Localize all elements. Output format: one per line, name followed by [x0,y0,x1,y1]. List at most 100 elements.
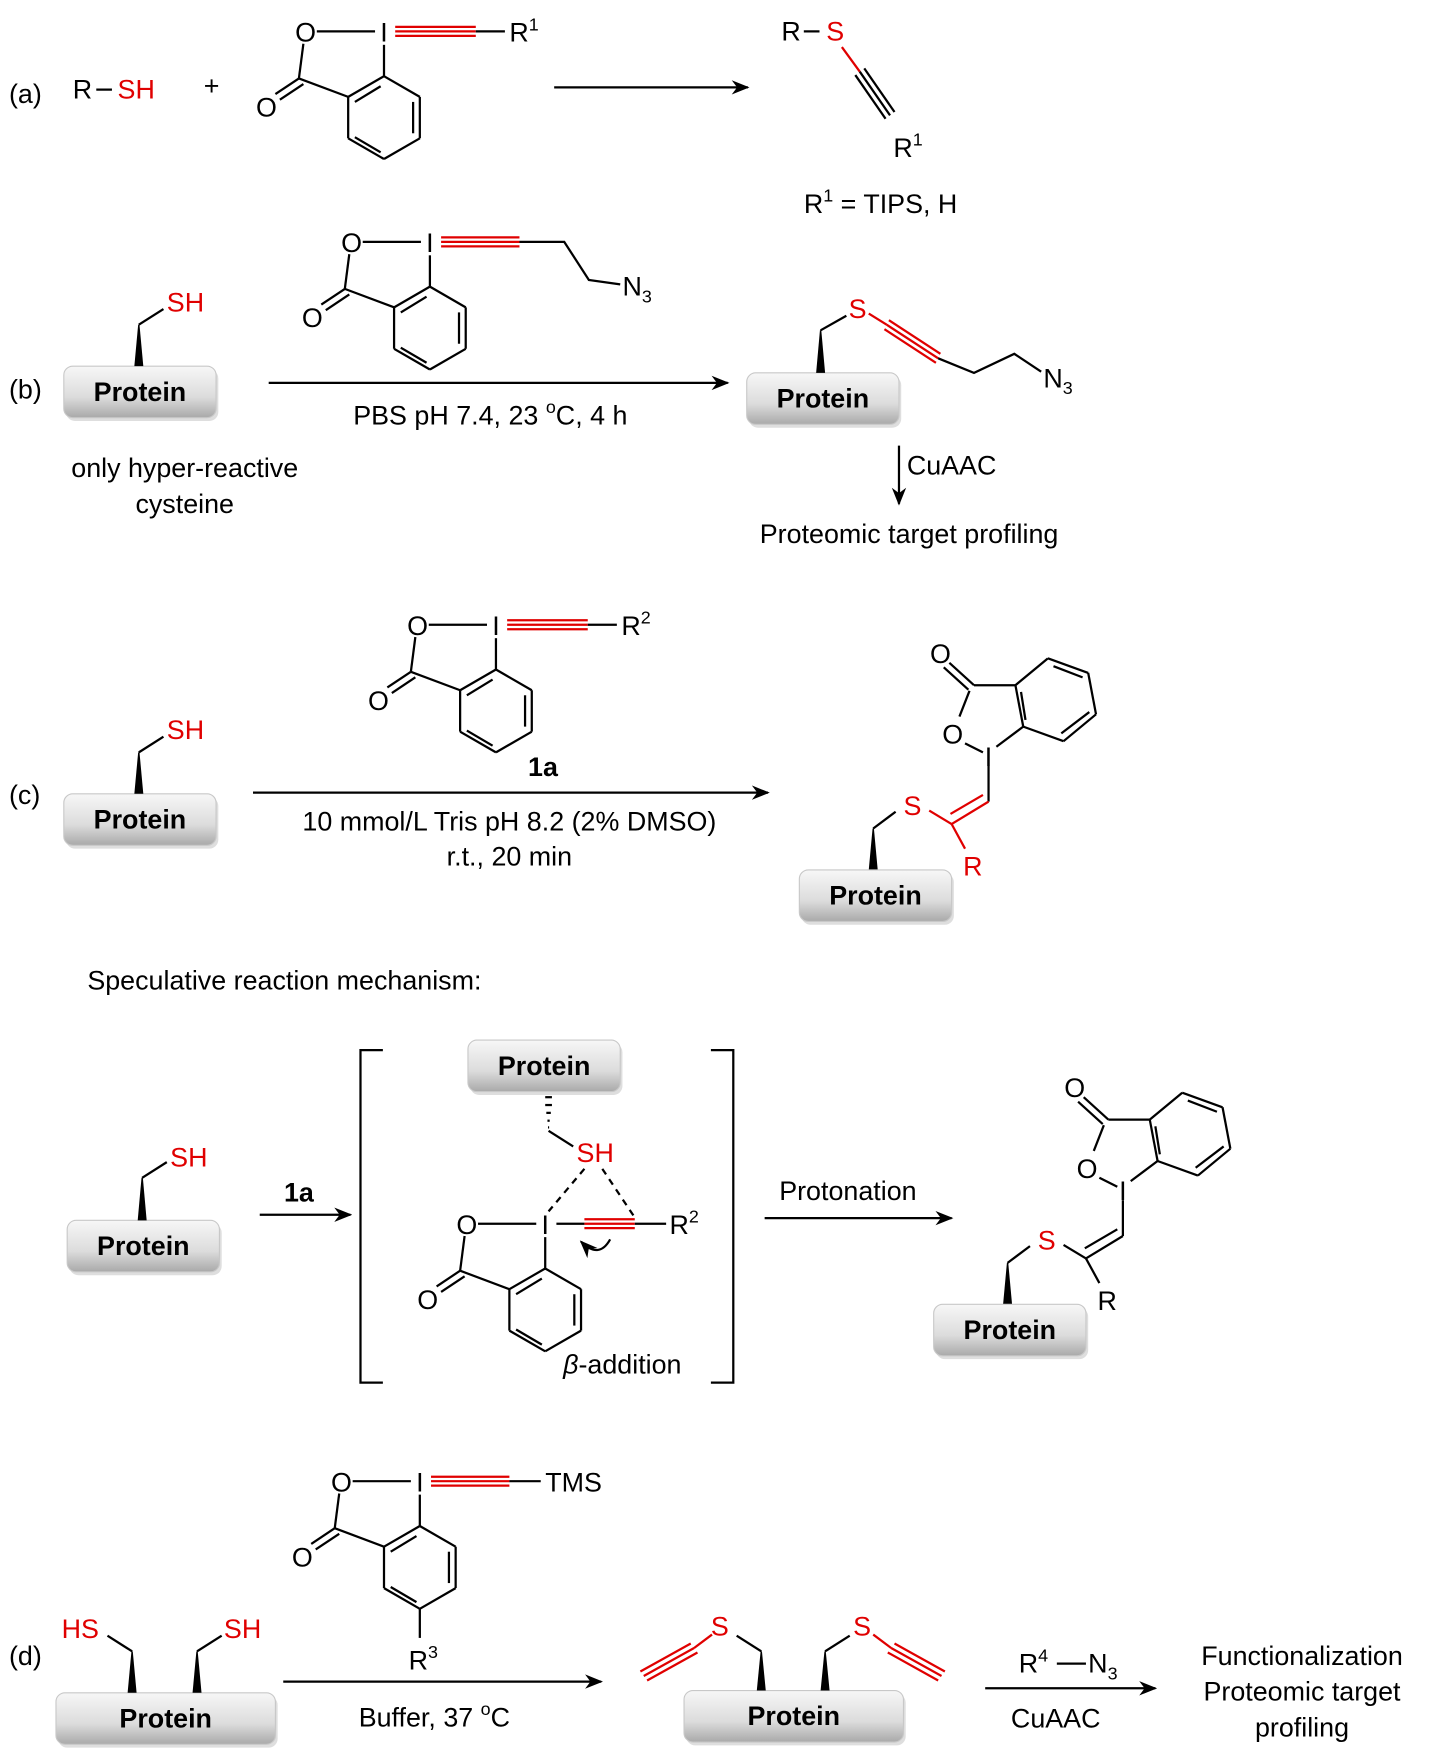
protein-box: Protein [467,1039,623,1095]
bond [459,730,497,754]
bond [1084,1228,1118,1250]
bond [440,1275,466,1293]
iodine-atom: I [541,1210,548,1240]
bond [943,666,970,691]
protein-box: Protein [66,1219,222,1276]
cysteine-sh: SH [167,715,204,745]
protein-label: Protein [119,1703,212,1733]
bond [333,1493,341,1529]
ring-oxygen: O [456,1210,477,1240]
bond [1019,691,1027,721]
bond [1098,1176,1118,1188]
wedge-bond [820,1651,830,1691]
bond [515,1277,543,1296]
alkyne-triple-bond [431,1475,510,1487]
bond [1084,1257,1101,1284]
bond [1149,1091,1183,1121]
bond [1062,1244,1087,1260]
cysteine-sh: SH [170,1143,207,1173]
substituent-r1: R1 [509,14,538,47]
mechanism-section: Speculative reaction mechanism: Protein … [66,966,1232,1384]
alkyne-triple-bond [507,619,588,631]
ebx-tms-reagent: IOO TMS R3 [292,1467,602,1675]
protein-label: Protein [964,1315,1057,1345]
note-line: cysteine [135,489,234,519]
bond [459,1269,510,1291]
bond [459,668,497,692]
thioether-s: S [711,1612,729,1642]
bond [1197,1147,1232,1177]
tms-group: TMS [545,1467,602,1497]
carbonyl-oxygen: O [292,1542,313,1572]
bond [958,690,971,717]
panel-label: (d) [9,1641,42,1671]
iodine-atom: I [1119,1176,1126,1206]
bond [400,346,428,364]
ring-oxygen: O [942,719,963,749]
bond [419,1525,457,1548]
iodine-atom: I [985,742,992,772]
bond [950,823,967,850]
bond [386,670,412,689]
bond [948,661,975,687]
azide-n3: N3 [622,272,651,307]
bond [951,800,990,825]
plus-sign: + [204,71,220,101]
bond [390,1535,418,1553]
step-label: CuAAC [1011,1703,1101,1733]
panel-d: (d) Protein HS SH IOO TMS R3 Buffer, 37 … [9,1467,1403,1748]
bond [315,1532,340,1551]
ring-oxygen: O [295,17,316,47]
thioether-s: S [849,294,867,324]
bond [400,295,428,314]
alkyne-triple-bond [441,236,520,248]
iodine-atom: I [492,611,499,641]
bond [964,742,984,754]
bond [1148,1119,1159,1162]
bond [390,1586,418,1604]
curved-arrow-icon [579,1238,612,1259]
dashed-interaction [601,1168,635,1217]
protein-label: Protein [747,1701,840,1731]
bond [334,1527,385,1548]
bond [459,1235,466,1271]
bond [466,729,494,747]
bond [1060,711,1090,735]
panel-c: (c) Protein SH IOO R2 1a 10 mmol/L Tris … [9,608,1098,925]
substituent-r3: R3 [409,1642,438,1675]
panel-label: (a) [9,79,42,109]
bond [298,77,349,98]
note-line: only hyper-reactive [71,453,298,483]
carbonyl-oxygen: O [1064,1073,1085,1103]
reaction-conditions: r.t., 20 min [447,841,572,871]
product-r1: R1 [893,130,922,163]
bond [429,285,467,309]
bond [1082,1096,1110,1121]
product-s: S [826,16,844,46]
bond [1014,684,1025,727]
compound-label: 1a [284,1177,315,1207]
substituent-r2: R2 [621,608,650,641]
reaction-conditions: Buffer, 37 oC [359,1699,510,1732]
bond [383,1525,421,1548]
bond [1022,725,1064,743]
protein-box: Protein [933,1303,1089,1360]
bond [1154,1126,1161,1155]
panel-a: (a) R SH + IOO R1 R S R1 R1 = TIPS, H [9,14,957,218]
wedge-bond [1003,1262,1013,1305]
bond [1085,1235,1124,1260]
bond [1087,672,1098,715]
bond [1006,1245,1031,1264]
protein-shape [933,1303,1087,1357]
section-title: Speculative reaction mechanism: [87,966,481,996]
protein-label: Protein [94,805,187,835]
ring-oxygen: O [341,228,362,258]
panel-label: (c) [9,780,40,810]
thiol-r: R [73,75,92,105]
bond [435,1269,461,1288]
ebx-reagent-1a: IOO R2 [368,608,651,754]
protein-box: Protein [746,372,902,428]
bond [410,670,461,692]
thioalkyne-product: R S R1 [781,16,922,162]
